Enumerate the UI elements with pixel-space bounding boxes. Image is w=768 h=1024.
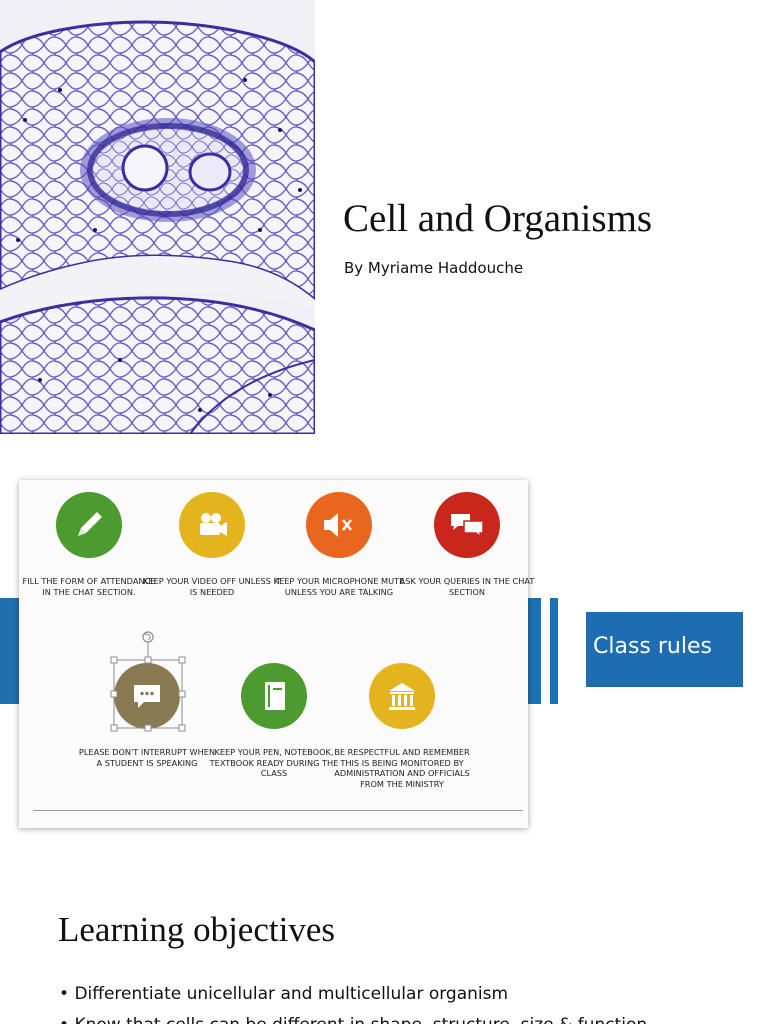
rule-text: Keep your video off unless it is needed [143, 576, 281, 597]
objectives-title: Learning objectives [58, 910, 335, 949]
right-accent-bar-1 [527, 598, 541, 704]
cell-micrograph-image [0, 0, 317, 434]
rule-icon-circle [56, 492, 122, 558]
objective-text: Differentiate unicellular and multicellu… [74, 984, 509, 1004]
speaker-mute-icon [324, 513, 353, 537]
rules-infographic[interactable]: Fill the form of attendance in the chat … [19, 480, 534, 828]
chat-bubbles-icon [451, 514, 484, 539]
rule-icon-circle [179, 492, 245, 558]
class-rules-title: Class rules [593, 634, 712, 659]
presentation-title: Cell and Organisms [343, 197, 653, 240]
video-camera-icon [200, 513, 227, 536]
objective-bullet: • Know that cells can be different in sh… [59, 1015, 647, 1024]
rule-text: Be respectful and remember this is being… [334, 747, 470, 789]
rule-text: Keep your microphone mute unless you are… [273, 576, 405, 597]
right-accent-bar-2 [550, 598, 558, 704]
presentation-author: By Myriame Haddouche [344, 259, 524, 277]
rule-icon-circle [241, 663, 307, 729]
building-icon [389, 683, 415, 710]
micrograph-drawing [0, 0, 317, 434]
speech-bubble-icon [134, 685, 160, 708]
rule-text: Please don't interrupt when a student is… [78, 747, 216, 768]
title-slide: Cell and Organisms By Myriame Haddouche [0, 0, 768, 434]
infographic-baseline [33, 810, 523, 811]
objective-text: Know that cells can be different in shap… [74, 1015, 647, 1024]
notebook-icon [265, 682, 285, 710]
rule-icon-circle [434, 492, 500, 558]
pencil-icon [78, 512, 102, 536]
rule-icon-circle [306, 492, 372, 558]
objective-bullet: • Differentiate unicellular and multicel… [59, 984, 509, 1004]
selection-handles[interactable] [108, 628, 198, 740]
rule-icon-circle [114, 663, 180, 729]
rule-text: Ask your queries in the chat section [399, 576, 535, 597]
learning-objectives-slide: Learning objectives • Differentiate unic… [0, 880, 768, 1024]
rule-icon-circle [369, 663, 435, 729]
class-rules-title-box: Class rules [586, 612, 743, 687]
rule-text: Fill the form of attendance in the chat … [22, 576, 156, 597]
class-rules-slide: Class rules Fill the form of attendance … [0, 446, 768, 846]
rule-text: Keep your pen, notebook, textbook ready … [209, 747, 339, 778]
left-accent-bar [0, 598, 20, 704]
